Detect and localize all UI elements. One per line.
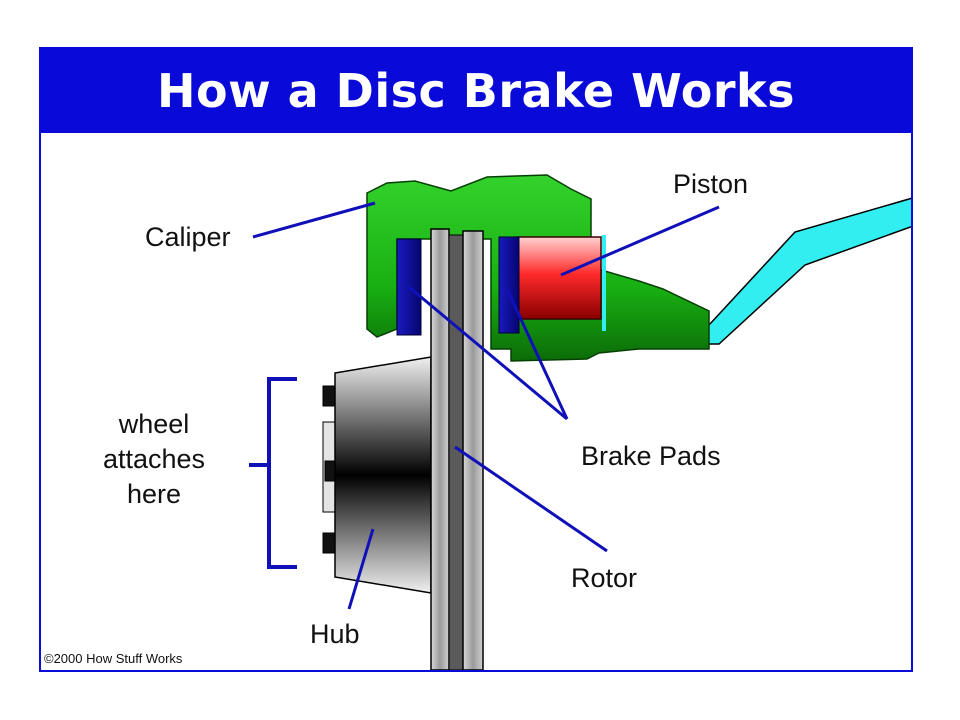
wheel-label-line1: wheel — [118, 409, 190, 439]
rotor-label: Rotor — [571, 563, 637, 593]
hub-bolt-top — [322, 385, 336, 407]
rotor-left-face — [430, 228, 450, 670]
diagram-title: How a Disc Brake Works — [157, 64, 795, 118]
hub-label: Hub — [310, 619, 360, 649]
copyright-notice: ©2000 How Stuff Works — [44, 651, 183, 666]
piston-leader-line — [560, 205, 720, 277]
wheel-label-line3: here — [127, 479, 181, 509]
caliper-label: Caliper — [145, 222, 231, 252]
diagram-panel: How a Disc Brake Works — [39, 47, 913, 672]
brake-pads-leader-line-outer — [505, 288, 569, 420]
rotor-leader-line — [454, 445, 608, 553]
hub — [334, 356, 432, 594]
brake-pads-label: Brake Pads — [581, 441, 721, 471]
rotor-right-face — [462, 230, 484, 670]
hub-bolt-bottom — [322, 532, 336, 554]
piston-label: Piston — [673, 169, 748, 199]
title-bar: How a Disc Brake Works — [41, 49, 911, 133]
brake-pad-outer — [498, 236, 520, 334]
brake-pads-leader-line-inner — [408, 285, 568, 421]
hub-leader-line — [347, 528, 375, 610]
disc-brake-diagram: Caliper Piston wheel attaches here Brake… — [44, 169, 911, 670]
wheel-attach-bracket — [267, 377, 297, 569]
wheel-label-line2: attaches — [103, 444, 205, 474]
piston — [516, 236, 602, 320]
caliper-leader-line — [252, 201, 376, 239]
